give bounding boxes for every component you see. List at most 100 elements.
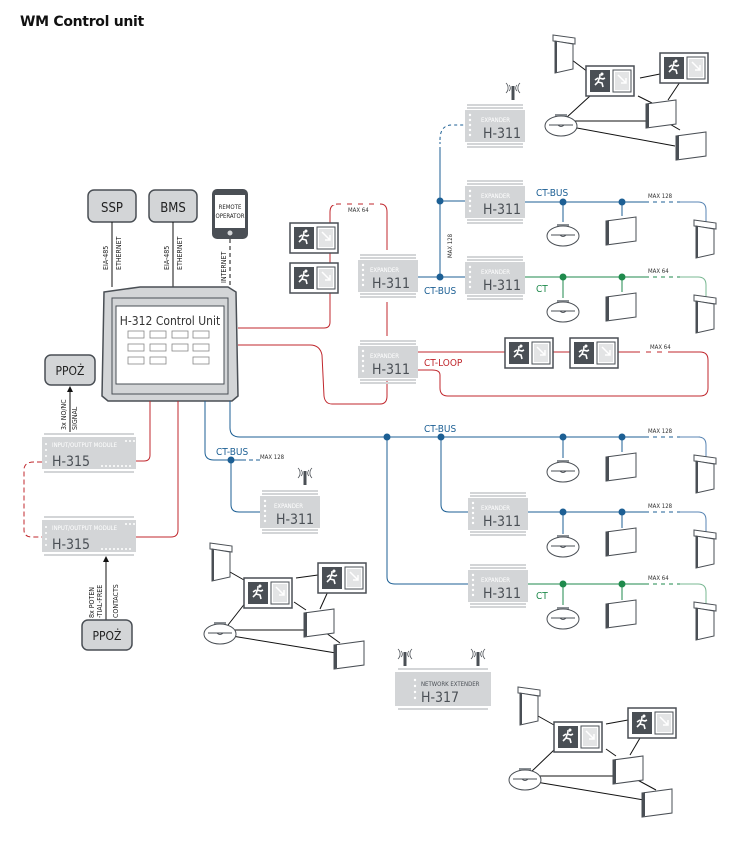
svg-text:NETWORK EXTENDER: NETWORK EXTENDER (421, 681, 480, 688)
io-module-1[interactable]: INPUT/OUTPUT MODULE H-315 (42, 433, 136, 473)
h312-control-unit[interactable]: H-312 Control Unit (101, 286, 239, 402)
svg-text:H-315: H-315 (52, 537, 90, 553)
ssp-label: SSP (101, 201, 123, 216)
exit-sign-pair[interactable] (289, 222, 339, 254)
remote-operator-tablet[interactable]: REMOTE OPERATOR (212, 189, 248, 239)
svg-text:EXPANDER: EXPANDER (481, 117, 510, 124)
svg-text:MAX 128: MAX 128 (648, 193, 673, 200)
svg-text:H-317: H-317 (421, 690, 459, 706)
wall-luminaire[interactable] (675, 131, 707, 161)
svg-text:CONTACTS: CONTACTS (112, 584, 120, 618)
svg-text:SIGNAL: SIGNAL (71, 406, 79, 430)
exit-sign-hanging[interactable] (693, 529, 717, 569)
ssp-conn-label: EIA-485 (102, 246, 110, 270)
svg-text:MAX 128: MAX 128 (648, 503, 673, 510)
svg-text:3x NO/NC: 3x NO/NC (60, 399, 68, 430)
exit-sign-hanging[interactable] (693, 219, 717, 259)
network-extender-h317[interactable]: NETWORK EXTENDER H-317 (395, 668, 491, 710)
exit-sign-pair[interactable] (585, 65, 635, 97)
svg-text:EXPANDER: EXPANDER (481, 269, 510, 276)
svg-text:MAX 64: MAX 64 (348, 207, 369, 214)
exit-sign-pair[interactable] (553, 721, 603, 753)
ceiling-luminaire[interactable] (546, 459, 580, 483)
svg-text:OPERATOR: OPERATOR (216, 213, 245, 220)
ppoz-top-label: PPOŻ (56, 363, 85, 378)
svg-text:CT: CT (536, 591, 548, 602)
bms-conn-label: ETHERNET (176, 236, 184, 270)
ceiling-luminaire[interactable] (508, 767, 542, 791)
ct-loop-label: CT-LOOP (424, 358, 463, 369)
wall-luminaire[interactable] (605, 216, 637, 246)
ssp-box[interactable]: SSP (87, 189, 137, 223)
svg-text:MAX 128: MAX 128 (260, 454, 285, 461)
exit-sign-pair[interactable] (289, 262, 339, 294)
exit-sign-hanging[interactable] (209, 542, 233, 582)
antenna-icon (397, 648, 413, 667)
wall-luminaire[interactable] (645, 99, 677, 129)
exit-sign-hanging[interactable] (693, 454, 717, 494)
svg-text:EXPANDER: EXPANDER (274, 503, 303, 510)
svg-text:H-311: H-311 (483, 586, 521, 602)
wall-luminaire[interactable] (612, 755, 644, 785)
antenna-icon (470, 648, 486, 667)
exit-sign-pair[interactable] (317, 562, 367, 594)
svg-text:H-311: H-311 (483, 126, 521, 142)
svg-text:H-311: H-311 (483, 278, 521, 294)
exit-sign-pair[interactable] (569, 337, 619, 369)
exit-sign-hanging[interactable] (693, 601, 717, 641)
ceiling-luminaire[interactable] (203, 621, 237, 645)
ceiling-luminaire[interactable] (544, 113, 578, 137)
svg-text:H-311: H-311 (483, 202, 521, 218)
ppoz-top-box[interactable]: PPOŻ (44, 354, 96, 386)
svg-text:MAX 64: MAX 64 (648, 575, 669, 582)
ceiling-luminaire[interactable] (546, 534, 580, 558)
svg-text:MAX 64: MAX 64 (650, 344, 671, 351)
svg-text:CT-BUS: CT-BUS (216, 447, 249, 458)
ceiling-luminaire[interactable] (546, 223, 580, 247)
ceiling-luminaire[interactable] (546, 606, 580, 630)
svg-text:EXPANDER: EXPANDER (481, 505, 510, 512)
antenna-icon (505, 82, 521, 101)
svg-text:EXPANDER: EXPANDER (481, 193, 510, 200)
svg-text:-TIAL-FREE: -TIAL-FREE (96, 585, 104, 618)
exit-sign-pair[interactable] (659, 52, 709, 84)
ssp-conn-label: ETHERNET (115, 236, 123, 270)
svg-text:CT-BUS: CT-BUS (536, 188, 569, 199)
svg-text:INPUT/OUTPUT MODULE: INPUT/OUTPUT MODULE (52, 525, 118, 532)
io-module-2[interactable]: INPUT/OUTPUT MODULE H-315 (42, 516, 136, 556)
wall-luminaire[interactable] (333, 640, 365, 670)
exit-sign-hanging[interactable] (693, 294, 717, 334)
wall-luminaire[interactable] (303, 608, 335, 638)
svg-text:MAX 128: MAX 128 (648, 428, 673, 435)
exit-sign-pair[interactable] (627, 707, 677, 739)
svg-text:H-311: H-311 (372, 362, 410, 378)
svg-text:EXPANDER: EXPANDER (370, 353, 399, 360)
exit-sign-hanging[interactable] (552, 34, 576, 74)
ppoz-bottom-box[interactable]: PPOŻ (81, 619, 133, 651)
svg-text:H-315: H-315 (52, 454, 90, 470)
exit-sign-hanging[interactable] (517, 686, 541, 726)
ceiling-luminaire[interactable] (546, 299, 580, 323)
control-unit-title: H-312 Control Unit (120, 314, 220, 328)
ct-bus-label: CT-BUS (424, 286, 457, 297)
svg-text:8x POTEN: 8x POTEN (88, 587, 96, 618)
ct-label: CT (536, 284, 548, 295)
exit-sign-pair[interactable] (504, 337, 554, 369)
svg-text:INPUT/OUTPUT MODULE: INPUT/OUTPUT MODULE (52, 442, 118, 449)
ppoz-bottom-label: PPOŻ (93, 628, 122, 643)
svg-text:MAX 64: MAX 64 (648, 268, 669, 275)
wall-luminaire[interactable] (605, 292, 637, 322)
wall-luminaire[interactable] (605, 527, 637, 557)
svg-text:H-311: H-311 (372, 276, 410, 292)
svg-text:H-311: H-311 (483, 514, 521, 530)
svg-text:CT-BUS: CT-BUS (424, 424, 457, 435)
wall-luminaire[interactable] (641, 788, 673, 818)
bms-conn-label: EIA-485 (163, 246, 171, 270)
bms-box[interactable]: BMS (148, 189, 198, 223)
remote-conn-label: INTERNET (220, 252, 228, 283)
wall-luminaire[interactable] (605, 452, 637, 482)
exit-sign-pair[interactable] (243, 577, 293, 609)
wall-luminaire[interactable] (605, 599, 637, 629)
svg-text:H-311: H-311 (276, 512, 314, 528)
